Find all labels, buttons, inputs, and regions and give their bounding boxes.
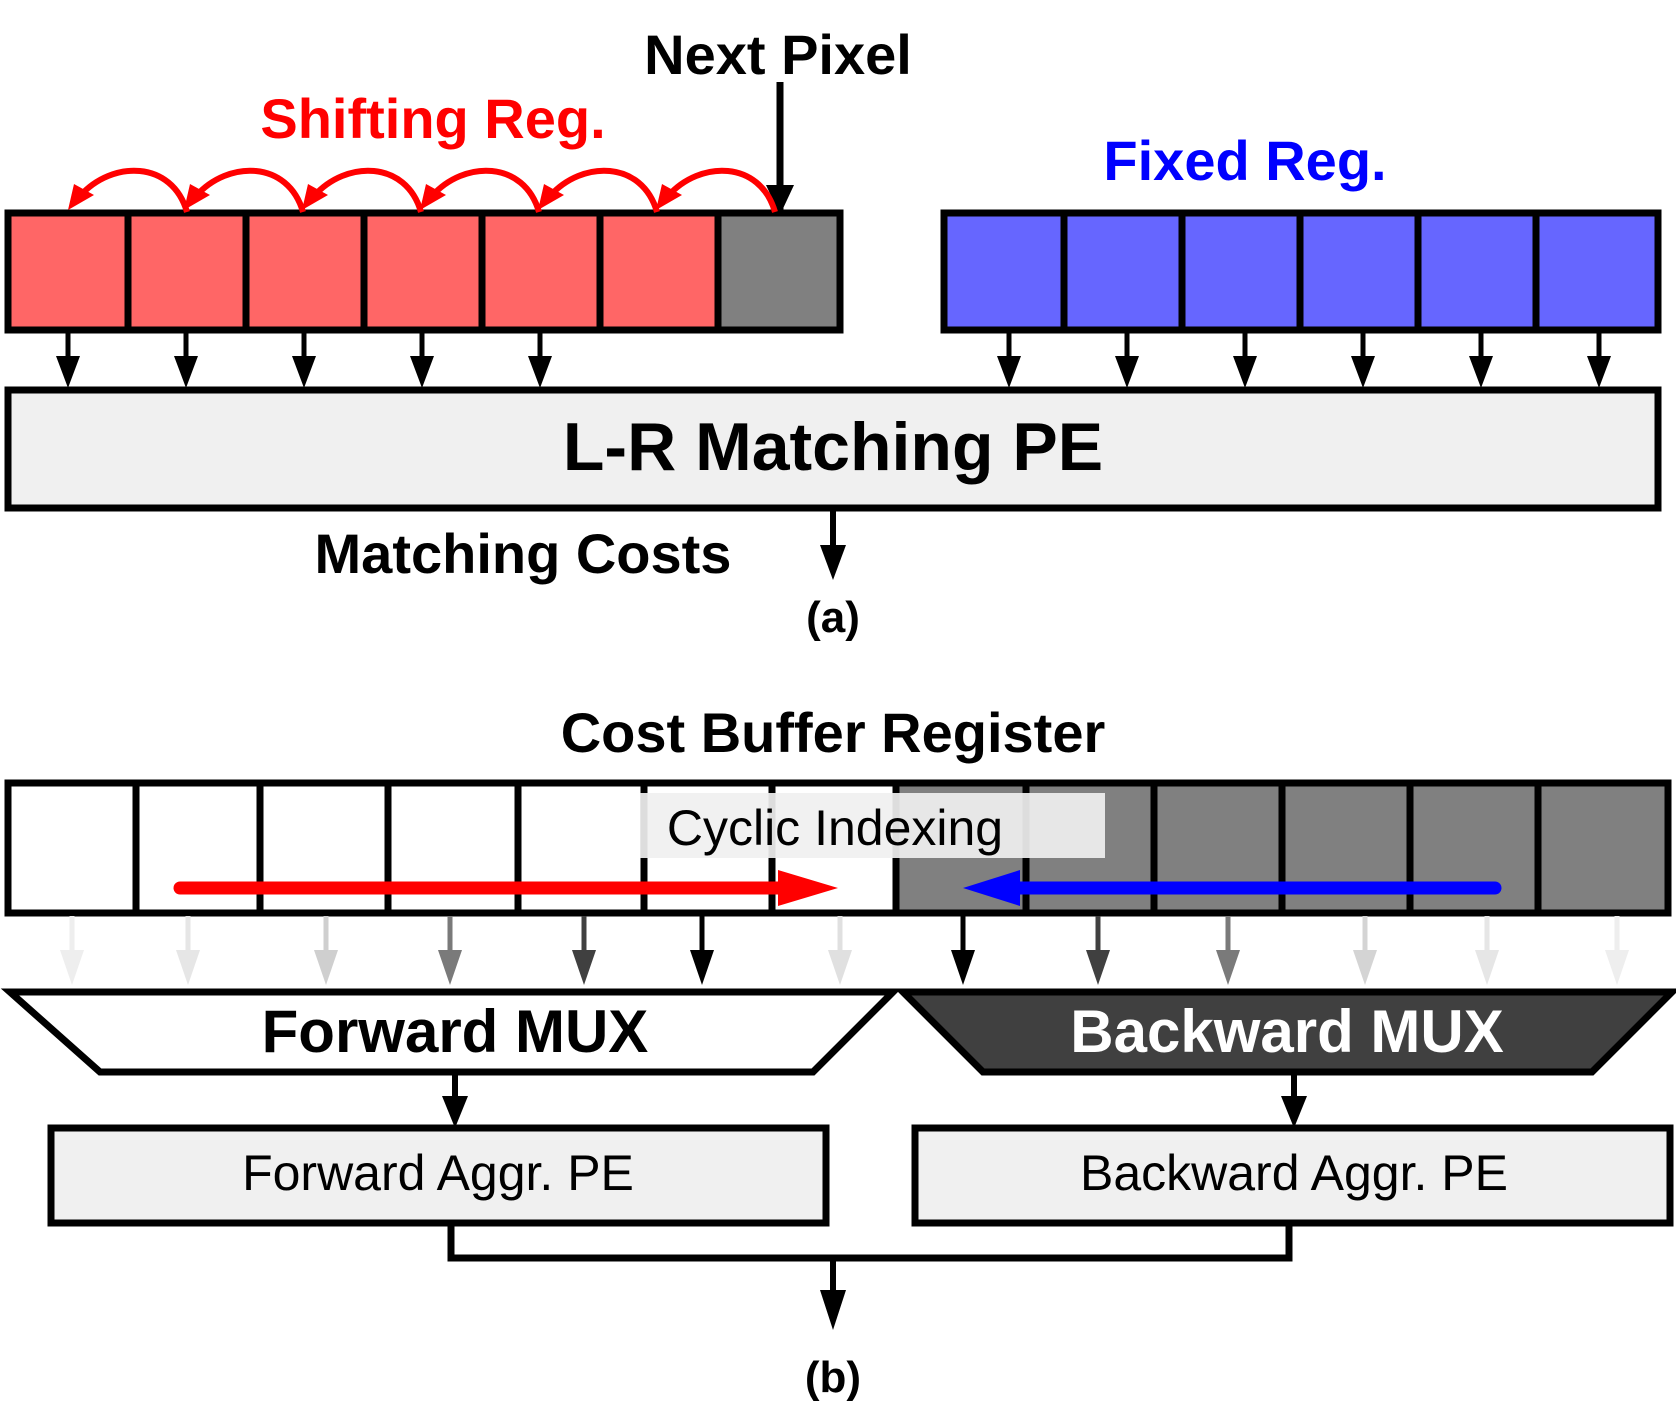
mux-input-arrow <box>438 916 462 985</box>
shift-arrows <box>77 167 778 213</box>
lr-matching-pe-label: L-R Matching PE <box>563 409 1103 485</box>
pe-input-arrowhead <box>528 356 552 388</box>
cost-buffer-label: Cost Buffer Register <box>561 701 1106 764</box>
mux-input-arrow <box>1216 916 1240 985</box>
shift-cell <box>4 209 132 334</box>
shift-cell <box>360 209 486 334</box>
pe-input-arrowhead <box>1587 356 1611 388</box>
fixed-cell <box>1178 209 1304 334</box>
pe-input-arrowhead <box>997 356 1021 388</box>
merge-output-arrowhead <box>820 1290 846 1330</box>
shift-cell <box>596 209 722 334</box>
shift-cell <box>124 209 250 334</box>
shift-arrowhead <box>68 184 94 210</box>
merge-connector <box>447 1226 1293 1262</box>
forward-mux-output-arrowhead <box>442 1096 468 1128</box>
pe-input-arrowhead <box>56 356 80 388</box>
mux-input-arrow <box>60 916 84 985</box>
backward-aggr-pe-label: Backward Aggr. PE <box>1080 1145 1508 1201</box>
mux-input-arrows <box>60 916 1629 985</box>
pe-input-arrowhead <box>292 356 316 388</box>
backward-mux-label: Backward MUX <box>1070 998 1503 1065</box>
shifting-register <box>4 209 844 334</box>
next-pixel-arrowhead <box>766 185 794 215</box>
mux-input-arrow <box>951 916 975 985</box>
pe-input-arrowhead <box>174 356 198 388</box>
shift-cell <box>242 209 368 334</box>
fixed-cell <box>1060 209 1186 334</box>
pe-input-arrowhead <box>1469 356 1493 388</box>
pe-input-arrowhead <box>1115 356 1139 388</box>
shift-arc <box>193 167 306 213</box>
next-pixel-cell <box>714 209 844 334</box>
backward-aggr-pe <box>911 1124 1674 1227</box>
fixed-cell <box>1414 209 1540 334</box>
mux-input-arrow <box>176 916 200 985</box>
fixed-register <box>940 209 1662 334</box>
backward-mux-output-arrowhead <box>1281 1096 1307 1128</box>
forward-mux <box>0 988 902 1076</box>
shift-arc <box>311 167 424 213</box>
part-b: Cost Buffer Register Cyclic Indexing <box>0 701 1676 1402</box>
fixed-cell <box>1532 209 1662 334</box>
forward-aggr-pe-label: Forward Aggr. PE <box>242 1145 634 1201</box>
mux-input-arrow <box>1086 916 1110 985</box>
mux-input-arrow <box>690 916 714 985</box>
mux-input-arrow <box>314 916 338 985</box>
mux-input-arrow <box>1475 916 1499 985</box>
mux-input-arrow <box>572 916 596 985</box>
shift-arrowheads <box>68 184 682 210</box>
buffer-cell-backward <box>1534 779 1672 917</box>
caption-a: (a) <box>806 593 860 642</box>
caption-b: (b) <box>805 1353 861 1402</box>
fixed-cell <box>940 209 1068 334</box>
shift-arc <box>665 167 778 213</box>
forward-aggr-pe <box>47 1124 830 1227</box>
lr-matching-pe <box>4 386 1662 512</box>
pe-input-arrowhead <box>410 356 434 388</box>
pe-input-arrowhead <box>1351 356 1375 388</box>
shifting-reg-label: Shifting Reg. <box>260 87 605 150</box>
shift-arrowhead <box>420 184 446 210</box>
fixed-cell <box>1296 209 1422 334</box>
mux-input-arrow <box>1353 916 1377 985</box>
pe-input-arrowheads <box>56 356 1611 388</box>
shift-arrowhead <box>538 184 564 210</box>
forward-mux-label: Forward MUX <box>262 998 649 1065</box>
mux-input-arrow <box>1605 916 1629 985</box>
forward-traversal-arrowhead <box>778 870 838 906</box>
shift-arrowhead <box>184 184 210 210</box>
matching-costs-label: Matching Costs <box>315 522 732 585</box>
matching-costs-arrowhead <box>820 545 846 580</box>
backward-mux <box>894 988 1676 1076</box>
pe-input-arrowhead <box>1233 356 1257 388</box>
cyclic-indexing-box <box>640 793 1105 858</box>
next-pixel-label: Next Pixel <box>644 23 912 86</box>
fixed-reg-label: Fixed Reg. <box>1103 129 1386 192</box>
shift-arc <box>547 167 660 213</box>
buffer-cell <box>4 779 140 917</box>
shift-arrowhead <box>656 184 682 210</box>
mux-input-arrow <box>828 916 852 985</box>
backward-traversal-arrowhead <box>963 870 1020 906</box>
shift-arc <box>77 167 190 213</box>
shift-arrowhead <box>302 184 328 210</box>
pe-input-arrows <box>65 333 1602 378</box>
cyclic-indexing-label: Cyclic Indexing <box>667 800 1003 856</box>
shift-arc <box>429 167 542 213</box>
shift-cell <box>478 209 604 334</box>
part-a: Next Pixel Shifting Reg. Fixed Reg. <box>4 23 1662 642</box>
